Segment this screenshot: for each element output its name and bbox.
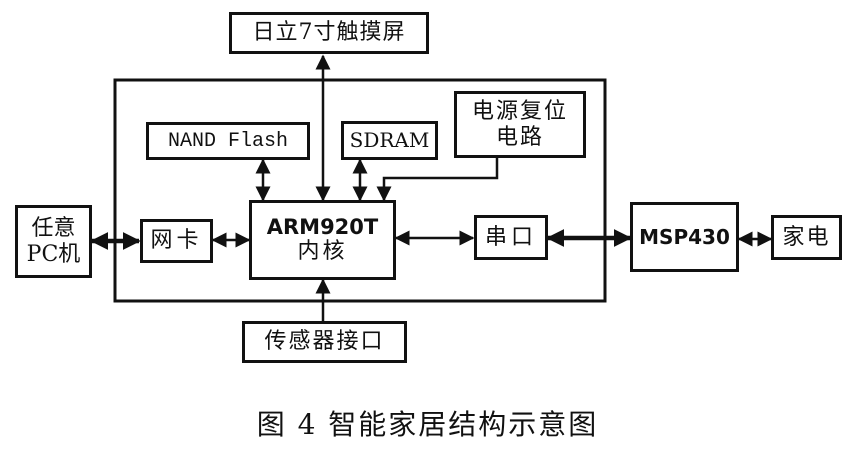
node-nand-flash-label: NAND Flash: [167, 129, 289, 153]
node-msp430-label: MSP430: [639, 224, 730, 249]
figure-caption: 图 4 智能家居结构示意图: [256, 408, 599, 441]
node-nic-label: 网卡: [150, 228, 203, 254]
node-power-reset-label-2: 电路: [495, 124, 544, 150]
node-pc-label-1: 任意: [31, 216, 76, 242]
node-nic: 网卡: [140, 219, 213, 263]
node-appliance-label: 家电: [782, 224, 831, 250]
node-power-reset: 电源复位 电路: [454, 91, 586, 158]
node-sensor-interface: 传感器接口: [242, 321, 407, 363]
node-serial-port: 串口: [474, 215, 548, 260]
node-touchscreen: 日立7寸触摸屏: [229, 12, 429, 54]
system-frame: [113, 78, 607, 303]
node-power-reset-label-1: 电源复位: [471, 99, 568, 125]
edge-power-core: [376, 158, 499, 202]
node-pc-label-2: PC机: [26, 241, 81, 267]
node-sdram: SDRAM: [341, 121, 438, 160]
node-sdram-label: SDRAM: [349, 128, 430, 152]
node-pc: 任意 PC机: [15, 205, 92, 278]
node-serial-port-label: 串口: [484, 224, 537, 250]
node-touchscreen-label: 日立7寸触摸屏: [252, 20, 406, 46]
node-nand-flash: NAND Flash: [146, 122, 310, 160]
node-appliance: 家电: [771, 215, 842, 260]
node-sensor-interface-label: 传感器接口: [264, 329, 385, 355]
node-arm-core: ARM920T 内核: [249, 200, 396, 280]
node-msp430: MSP430: [630, 202, 739, 272]
node-arm-core-label-2: 内核: [297, 239, 348, 265]
node-arm-core-label-1: ARM920T: [266, 215, 379, 240]
